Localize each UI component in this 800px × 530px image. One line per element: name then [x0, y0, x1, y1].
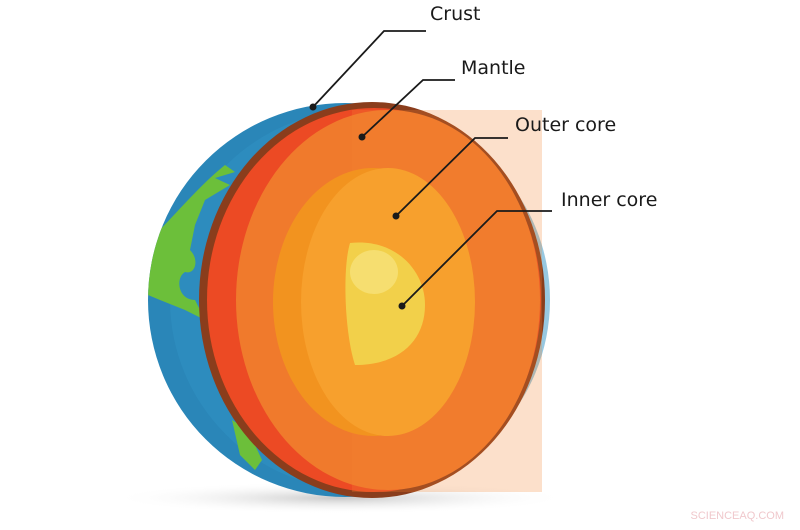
crust-dot	[309, 103, 317, 111]
watermark: SCIENCEAQ.COM	[690, 510, 784, 522]
mantle-dot	[358, 133, 366, 141]
outer-core-dot	[392, 212, 400, 220]
outer-core-label: Outer core	[515, 114, 617, 136]
outer-core-leader-line	[395, 137, 508, 217]
inner-core-highlight	[350, 250, 398, 294]
crust-leader-line	[312, 30, 426, 108]
inner-core-label: Inner core	[561, 189, 658, 211]
continents	[148, 165, 262, 470]
mantle-leader-line	[361, 79, 455, 138]
crust-label: Crust	[430, 3, 481, 25]
ground-shadow	[110, 482, 570, 514]
leader-lines	[312, 30, 552, 307]
inner-core-dot	[398, 302, 406, 310]
inner-core-leader-line	[401, 210, 552, 307]
mantle-label: Mantle	[461, 57, 526, 79]
